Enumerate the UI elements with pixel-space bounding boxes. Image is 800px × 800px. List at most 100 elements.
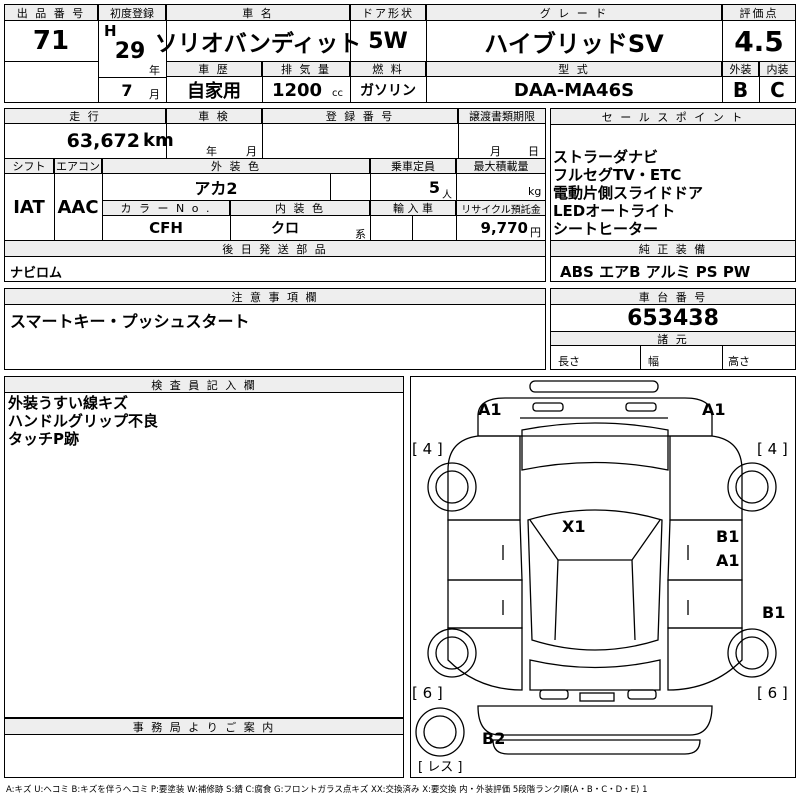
max-load-label: 最大積載量 xyxy=(456,158,546,174)
car-damage-diagram: A1 A1 X1 B1 A1 B1 B2 [ 4 ] [ 4 ] [ 6 ] [… xyxy=(412,380,788,775)
recycle-deposit-unit: 円 xyxy=(530,226,541,239)
year-unit: 年 xyxy=(149,64,160,77)
later-shipping-parts: ナビロム xyxy=(10,266,63,281)
mileage-unit: km xyxy=(143,130,174,151)
tire-spare: [ レス ] xyxy=(418,760,462,775)
specs-label: 諸 元 xyxy=(550,331,796,346)
damage-mark-front-left: A1 xyxy=(478,400,502,419)
sales-point: LEDオートライト xyxy=(553,202,676,220)
exterior-color-label: 外 装 色 xyxy=(102,158,370,174)
spec-width: 幅 xyxy=(648,355,659,368)
history: 自家用 xyxy=(187,81,241,102)
first-registration-label: 初度登録 xyxy=(98,4,166,21)
chassis-number: 653438 xyxy=(627,305,719,331)
car-name: ソリオバンディット xyxy=(154,31,362,57)
air-conditioner-label: エアコン xyxy=(54,158,102,174)
interior-color: クロ xyxy=(271,221,299,237)
transfer-deadline-label: 譲渡書類期限 xyxy=(458,108,546,124)
recycle-deposit-label: リサイクル預託金 xyxy=(456,200,546,216)
legend: A:キズ U:ヘコミ B:キズを伴うヘコミ P:要塗装 W:補修跡 S:錆 C:… xyxy=(6,785,648,795)
color-number-label: カ ラ ー N o . xyxy=(102,200,230,216)
transfer-day-unit: 日 xyxy=(528,145,539,158)
shift: IAT xyxy=(13,196,45,218)
damage-mark-rear: B2 xyxy=(482,729,505,748)
recycle-deposit: 9,770 xyxy=(480,219,528,237)
door-type-label: ドア形状 xyxy=(350,4,426,21)
color-number: CFH xyxy=(149,219,183,237)
era: H xyxy=(104,22,117,40)
score-label: 評価点 xyxy=(722,4,796,21)
sales-point: フルセグTV・ETC xyxy=(553,166,682,184)
first-registration-month: 7 xyxy=(121,80,133,100)
model-label: 型 式 xyxy=(426,61,722,77)
fuel-label: 燃 料 xyxy=(350,61,426,77)
damage-mark-roof: X1 xyxy=(562,517,585,536)
grade: ハイブリッドSV xyxy=(484,29,664,58)
damage-mark-right-door-2: A1 xyxy=(716,551,740,570)
damage-mark-right-rear: B1 xyxy=(762,603,785,622)
lot-number-label: 出 品 番 号 xyxy=(4,4,98,21)
tire-rear-left: [ 6 ] xyxy=(412,684,443,702)
tire-rear-right: [ 6 ] xyxy=(757,684,788,702)
standard-equipment: ABS エアB アルミ PS PW xyxy=(560,263,751,281)
notes-label: 注 意 事 項 欄 xyxy=(4,288,546,305)
score: 4.5 xyxy=(734,24,784,58)
notes-text: スマートキー・プッシュスタート xyxy=(10,312,250,331)
displacement-label: 排 気 量 xyxy=(262,61,350,77)
sales-point: 電動片側スライドドア xyxy=(553,184,704,202)
sales-points-label: セ ー ル ス ポ イ ン ト xyxy=(550,108,796,125)
inspector-comment: タッチP跡 xyxy=(8,430,79,448)
sales-point: ストラーダナビ xyxy=(553,148,659,166)
first-registration-year: 29 xyxy=(114,38,146,64)
car-name-label: 車 名 xyxy=(166,4,350,21)
later-shipping-label: 後 日 発 送 部 品 xyxy=(4,240,546,257)
month-unit: 月 xyxy=(149,88,160,101)
damage-mark-front-right: A1 xyxy=(702,400,726,419)
model: DAA-MA46S xyxy=(513,79,635,101)
grade-label: グ レ ー ド xyxy=(426,4,722,21)
interior-grade: C xyxy=(770,78,785,102)
exterior-color: アカ2 xyxy=(194,179,238,198)
registration-number xyxy=(262,124,458,158)
interior-label: 内装 xyxy=(759,61,796,77)
damage-mark-right-door: B1 xyxy=(716,527,739,546)
shift-label: シフト xyxy=(4,158,54,174)
inspector-label: 検 査 員 記 入 欄 xyxy=(4,376,404,393)
max-load-unit: kg xyxy=(528,185,542,198)
inspector-comment: 外装うすい線キズ xyxy=(8,394,129,412)
transfer-month-unit: 月 xyxy=(490,145,501,158)
capacity-unit: 人 xyxy=(442,190,452,201)
inspection-month-unit: 月 xyxy=(246,145,257,158)
interior-color-unit: 系 xyxy=(355,228,366,241)
inspection-label: 車 検 xyxy=(166,108,262,124)
import-label: 輸 入 車 xyxy=(370,200,456,216)
chassis-number-label: 車 台 番 号 xyxy=(550,288,796,305)
tire-front-right: [ 4 ] xyxy=(757,440,788,458)
spec-length: 長さ xyxy=(558,355,580,368)
mileage: 63,672 xyxy=(66,130,140,152)
sales-point: シートヒーター xyxy=(553,220,659,238)
tire-front-left: [ 4 ] xyxy=(412,440,443,458)
mileage-label: 走 行 xyxy=(4,108,166,124)
displacement: 1200 xyxy=(271,79,323,101)
fuel: ガソリン xyxy=(360,83,416,99)
capacity-label: 乗車定員 xyxy=(370,158,456,174)
sales-points-list: ストラーダナビ フルセグTV・ETC 電動片側スライドドア LEDオートライト … xyxy=(553,148,703,238)
exterior-label: 外装 xyxy=(722,61,759,77)
capacity: 5 xyxy=(428,177,440,197)
standard-equipment-label: 純 正 装 備 xyxy=(550,240,796,257)
history-label: 車 歴 xyxy=(166,61,262,77)
office-label: 事 務 局 よ り ご 案 内 xyxy=(4,718,404,735)
interior-color-label: 内 装 色 xyxy=(230,200,370,216)
lot-number: 71 xyxy=(32,26,70,56)
car-diagram-section xyxy=(410,376,796,778)
spec-height: 高さ xyxy=(728,355,750,368)
inspector-comments: 外装うすい線キズ ハンドルグリップ不良 タッチP跡 xyxy=(8,394,158,448)
air-conditioner: AAC xyxy=(57,196,99,218)
exterior-grade: B xyxy=(732,78,749,102)
displacement-unit: cc xyxy=(332,88,343,99)
inspection-year-unit: 年 xyxy=(206,145,217,158)
door-type: 5W xyxy=(368,28,408,54)
registration-number-label: 登 録 番 号 xyxy=(262,108,458,124)
inspector-comment: ハンドルグリップ不良 xyxy=(8,412,159,430)
